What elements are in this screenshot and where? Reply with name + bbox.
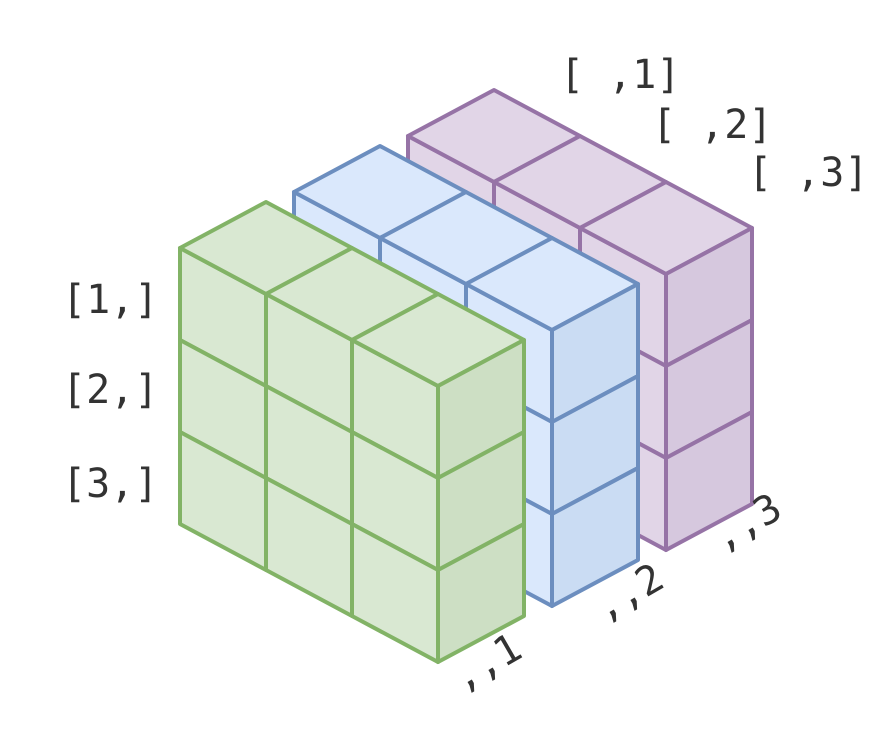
cell-side (550, 466, 640, 608)
row-label-2: [2,] (62, 367, 158, 413)
row-label-3: [3,] (62, 461, 158, 507)
column-label-1: [ ,1] (560, 52, 680, 98)
column-label-3: [ ,3] (748, 150, 868, 196)
column-label-2: [ ,2] (652, 102, 772, 148)
cell-side (664, 410, 754, 552)
cell-side (436, 522, 526, 664)
row-label-1: [1,] (62, 277, 158, 323)
array-blocks (178, 88, 754, 664)
